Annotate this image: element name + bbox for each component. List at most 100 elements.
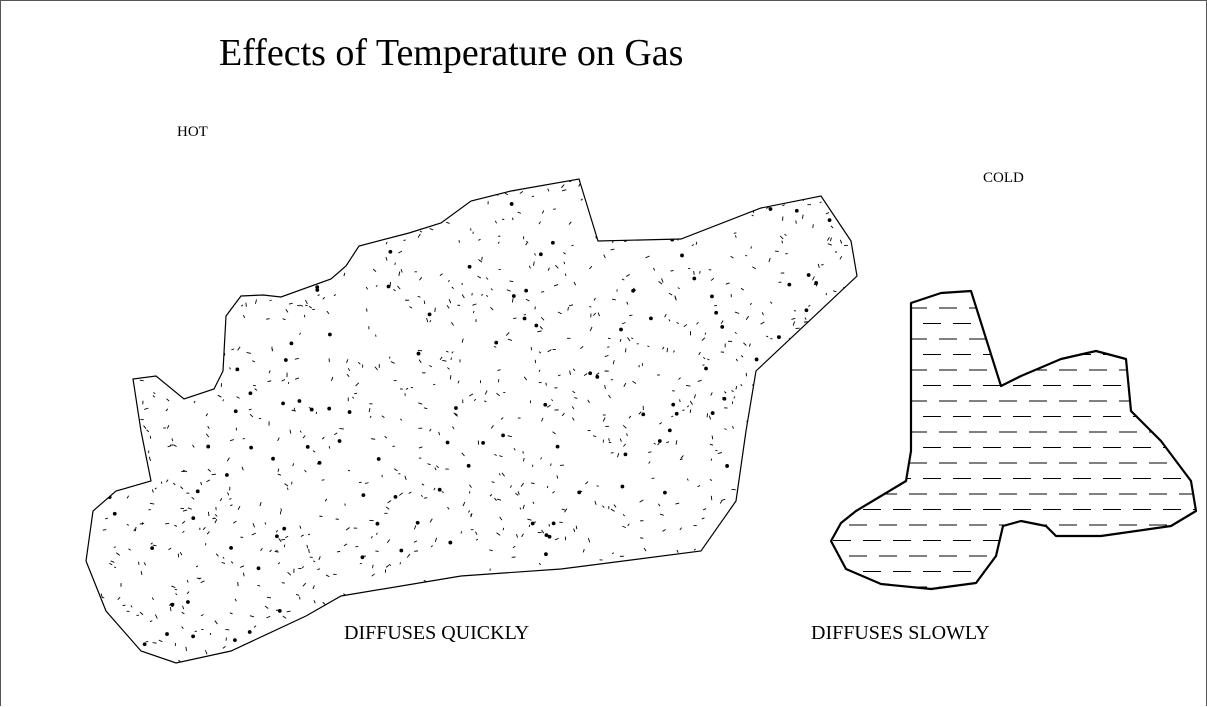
hot-dash-mark bbox=[80, 207, 83, 210]
hot-dash-mark bbox=[430, 429, 431, 431]
hot-dash-mark bbox=[412, 649, 415, 651]
hot-particle-dot bbox=[621, 485, 625, 489]
hot-particle-dot bbox=[795, 209, 799, 213]
hot-dash-mark bbox=[207, 532, 209, 535]
hot-dash-mark bbox=[274, 651, 278, 652]
hot-dash-mark bbox=[130, 364, 131, 367]
hot-dash-mark bbox=[687, 406, 688, 408]
hot-dash-mark bbox=[699, 352, 701, 355]
hot-dash-mark bbox=[266, 319, 269, 320]
hot-dash-mark bbox=[531, 347, 532, 350]
hot-dash-mark bbox=[462, 339, 463, 343]
hot-dash-mark bbox=[565, 274, 566, 276]
hot-dash-mark bbox=[583, 549, 584, 552]
hot-dash-mark bbox=[803, 627, 804, 630]
hot-particle-dot bbox=[805, 398, 809, 402]
hot-dash-mark bbox=[485, 391, 487, 395]
hot-dash-mark bbox=[420, 231, 422, 232]
hot-particle-dot bbox=[663, 491, 667, 495]
hot-dash-mark bbox=[675, 296, 676, 300]
hot-dash-mark bbox=[84, 291, 85, 293]
hot-dash-mark bbox=[252, 361, 255, 362]
hot-dash-mark bbox=[223, 294, 226, 296]
hot-dash-mark bbox=[612, 553, 614, 554]
hot-dash-mark bbox=[210, 180, 212, 181]
hot-dash-mark bbox=[838, 407, 840, 409]
hot-dash-mark bbox=[171, 586, 175, 588]
hot-dash-mark bbox=[196, 566, 198, 567]
hot-dash-mark bbox=[182, 612, 185, 614]
hot-dash-mark bbox=[430, 320, 431, 322]
hot-particle-dot bbox=[792, 373, 796, 377]
hot-dash-mark bbox=[749, 617, 752, 620]
hot-dash-mark bbox=[758, 619, 762, 620]
hot-dash-mark bbox=[280, 654, 281, 658]
hot-dash-mark bbox=[152, 489, 153, 492]
hot-dash-mark bbox=[725, 607, 728, 609]
hot-particle-dot bbox=[88, 286, 92, 290]
hot-dash-mark bbox=[700, 271, 701, 274]
hot-particle-dot bbox=[448, 541, 452, 545]
hot-dash-mark bbox=[809, 603, 811, 605]
hot-dash-mark bbox=[590, 637, 592, 639]
hot-dash-mark bbox=[659, 563, 661, 564]
hot-dash-mark bbox=[425, 203, 428, 204]
hot-dash-mark bbox=[752, 267, 755, 269]
hot-dash-mark bbox=[90, 208, 93, 209]
hot-dash-mark bbox=[324, 210, 328, 213]
hot-dash-mark bbox=[542, 211, 544, 214]
hot-dash-mark bbox=[430, 228, 434, 230]
hot-dash-mark bbox=[754, 586, 755, 589]
hot-dash-mark bbox=[791, 318, 795, 319]
hot-dash-mark bbox=[584, 647, 586, 649]
hot-dash-mark bbox=[684, 324, 687, 326]
hot-dash-mark bbox=[776, 437, 779, 439]
hot-dash-mark bbox=[230, 505, 232, 506]
hot-dash-mark bbox=[598, 312, 600, 316]
hot-dash-mark bbox=[313, 451, 315, 453]
hot-dash-mark bbox=[265, 606, 268, 608]
hot-dash-mark bbox=[620, 339, 621, 342]
hot-dash-mark bbox=[576, 526, 577, 529]
hot-dash-mark bbox=[564, 509, 566, 513]
hot-particle-dot bbox=[619, 328, 623, 332]
hot-particle-dot bbox=[348, 214, 352, 218]
hot-dash-mark bbox=[307, 545, 308, 548]
hot-particle-dot bbox=[275, 534, 279, 538]
hot-dash-mark bbox=[85, 538, 87, 539]
hot-dash-mark bbox=[845, 201, 847, 205]
hot-dash-mark bbox=[371, 536, 372, 538]
hot-particle-dot bbox=[446, 441, 450, 445]
hot-dash-mark bbox=[749, 637, 752, 638]
hot-dash-mark bbox=[371, 439, 375, 440]
hot-dash-mark bbox=[836, 454, 839, 455]
hot-dash-mark bbox=[427, 318, 428, 322]
hot-dash-mark bbox=[524, 377, 527, 380]
hot-dash-mark bbox=[731, 256, 734, 258]
hot-dash-mark bbox=[446, 351, 448, 352]
hot-dash-mark bbox=[472, 304, 476, 305]
hot-dash-mark bbox=[811, 562, 815, 563]
hot-dash-mark bbox=[821, 385, 824, 387]
hot-dash-mark bbox=[623, 514, 625, 516]
hot-dash-mark bbox=[824, 664, 825, 666]
hot-dash-mark bbox=[541, 652, 543, 654]
hot-dash-mark bbox=[527, 519, 531, 520]
hot-dash-mark bbox=[335, 235, 337, 238]
hot-dash-mark bbox=[223, 399, 224, 401]
hot-dash-mark bbox=[418, 296, 421, 297]
hot-dash-mark bbox=[712, 436, 713, 440]
hot-dash-mark bbox=[553, 432, 556, 434]
hot-dash-mark bbox=[353, 397, 354, 399]
hot-dash-mark bbox=[658, 504, 660, 507]
hot-dash-mark bbox=[840, 240, 841, 244]
hot-dash-mark bbox=[539, 222, 541, 224]
hot-dash-mark bbox=[395, 263, 396, 265]
hot-dash-mark bbox=[709, 416, 710, 420]
hot-dash-mark bbox=[369, 408, 370, 412]
hot-dash-mark bbox=[398, 286, 401, 289]
hot-dash-mark bbox=[330, 196, 332, 198]
hot-dash-mark bbox=[192, 497, 195, 499]
hot-dash-mark bbox=[174, 525, 177, 526]
hot-dash-mark bbox=[690, 401, 692, 405]
